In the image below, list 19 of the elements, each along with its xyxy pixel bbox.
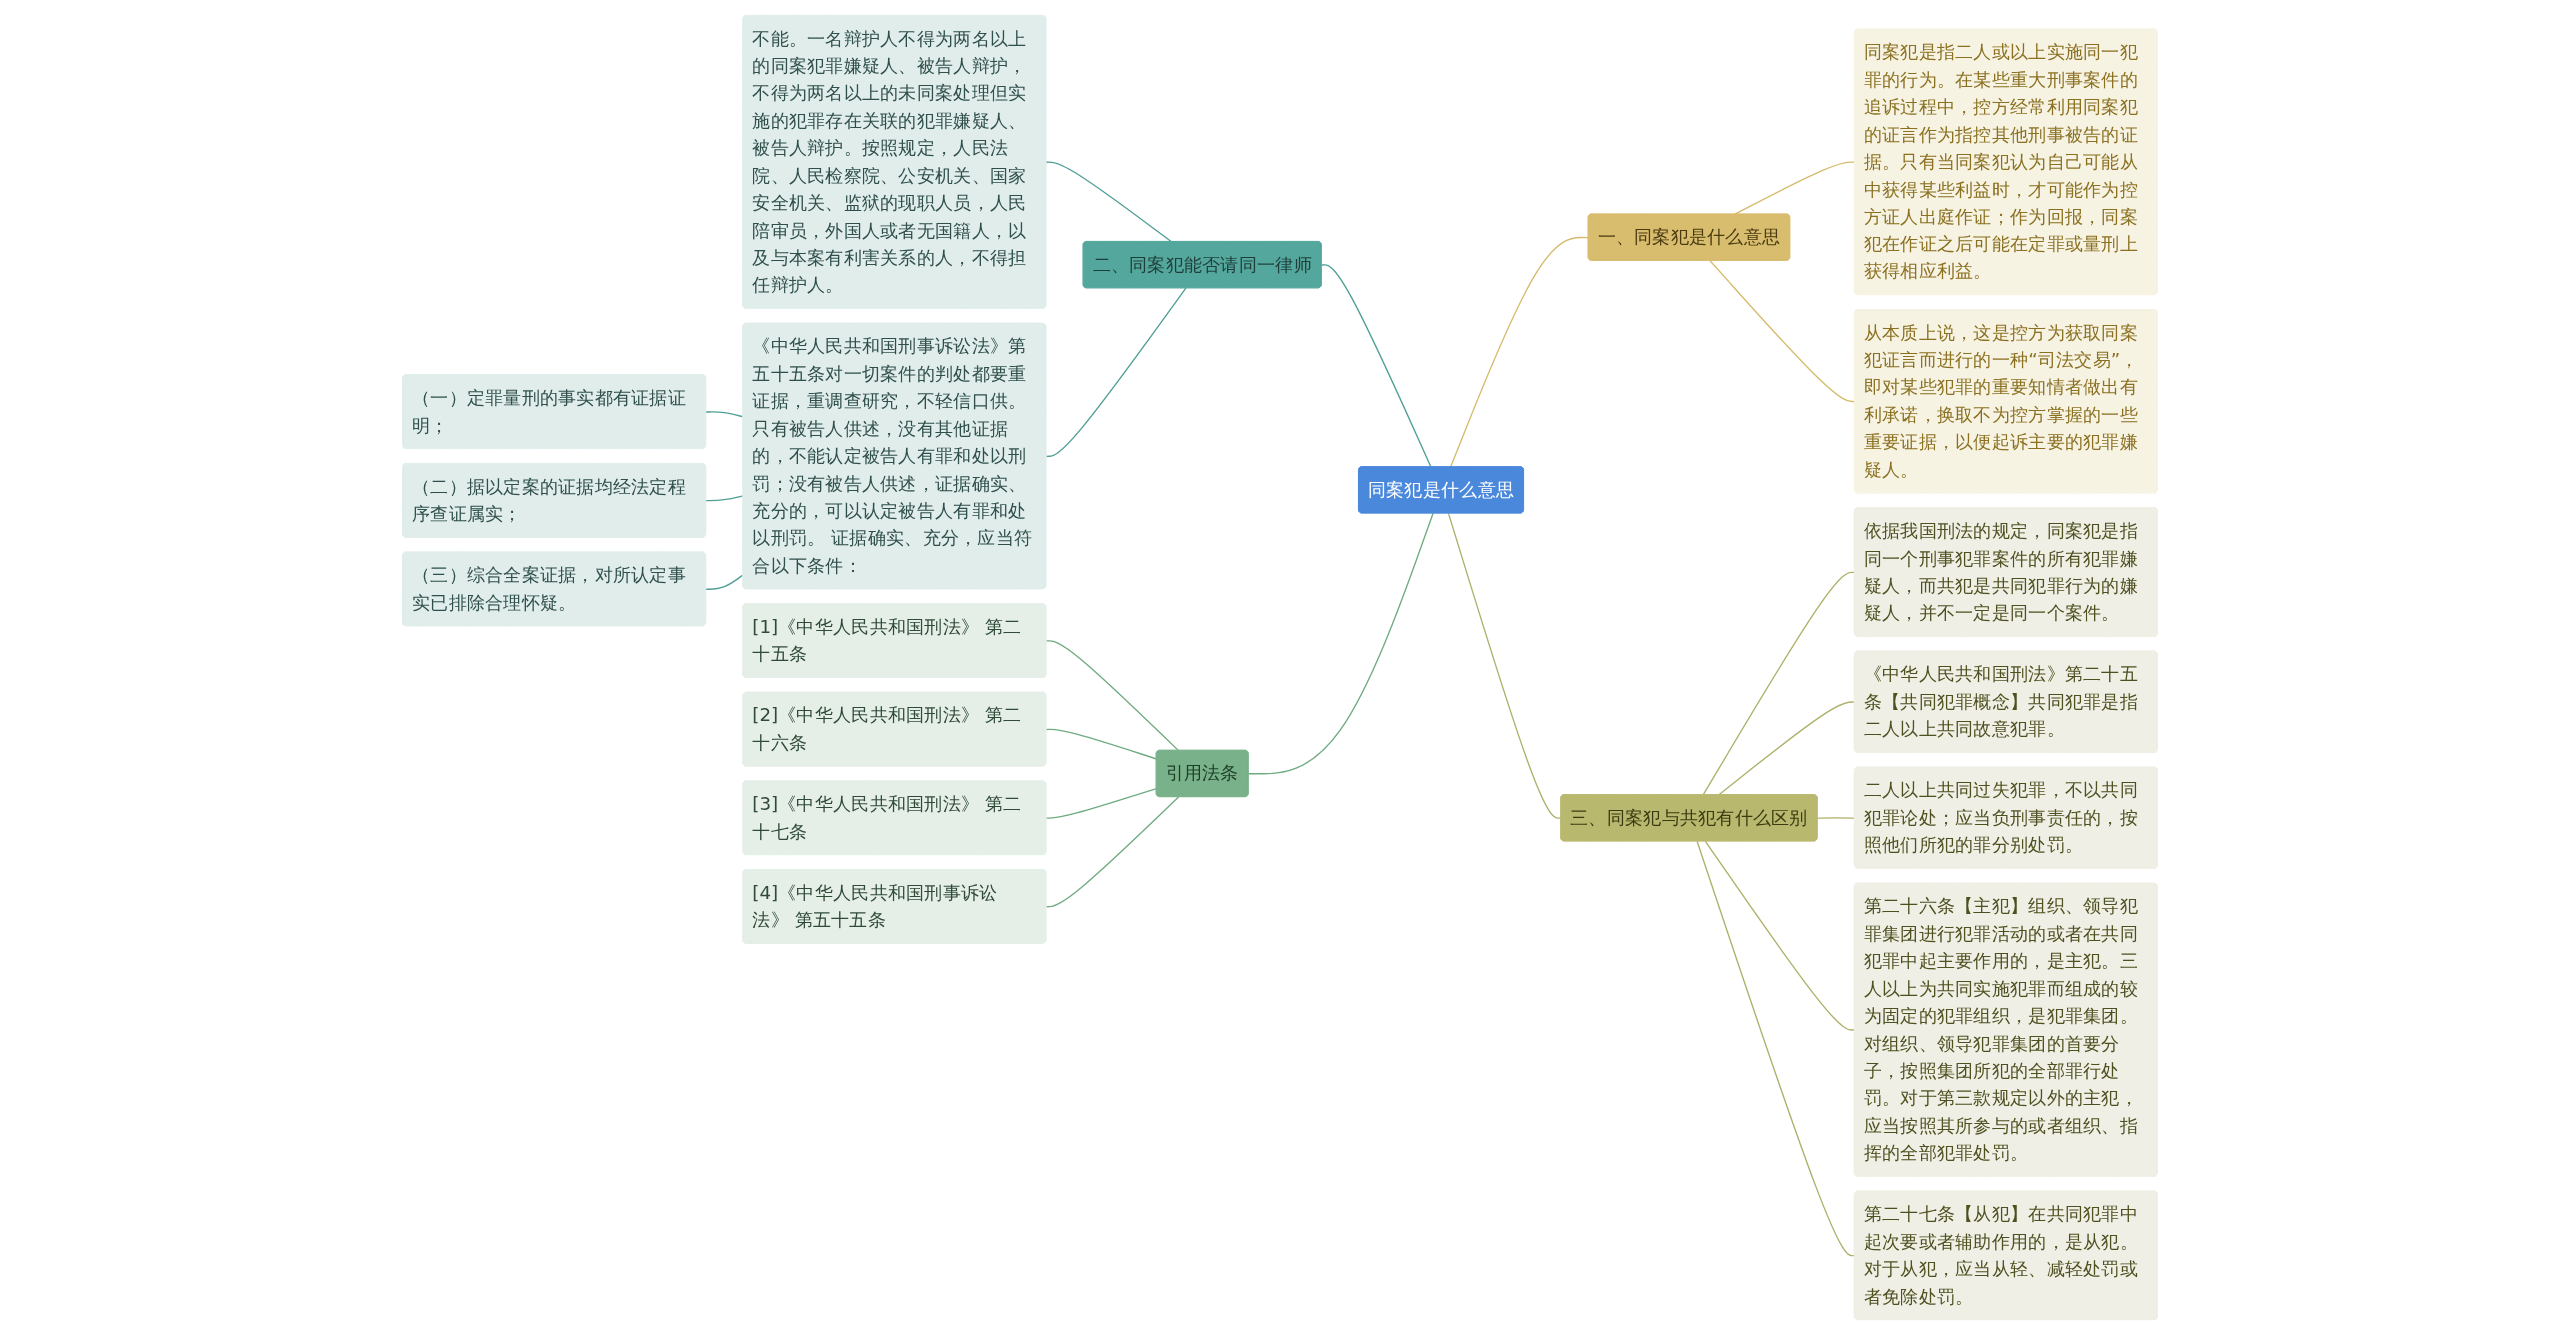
connector: [1247, 512, 1434, 775]
connector: [1709, 260, 1856, 403]
connector: [705, 411, 744, 418]
connector: [1696, 840, 1856, 1257]
connector: [1816, 817, 1856, 819]
connector: [1045, 796, 1180, 908]
connector: [1045, 728, 1158, 760]
connector: [1447, 512, 1562, 819]
connector: [1045, 161, 1173, 243]
connector: [1704, 840, 1856, 1031]
connector: [1045, 287, 1187, 457]
connector: [1449, 236, 1590, 468]
connector: [1320, 264, 1432, 468]
connector: [1717, 701, 1856, 796]
connector: [1702, 571, 1856, 796]
connector: [1045, 640, 1180, 752]
connector: [1045, 787, 1158, 819]
connector: [705, 495, 744, 502]
connector: [705, 574, 744, 590]
